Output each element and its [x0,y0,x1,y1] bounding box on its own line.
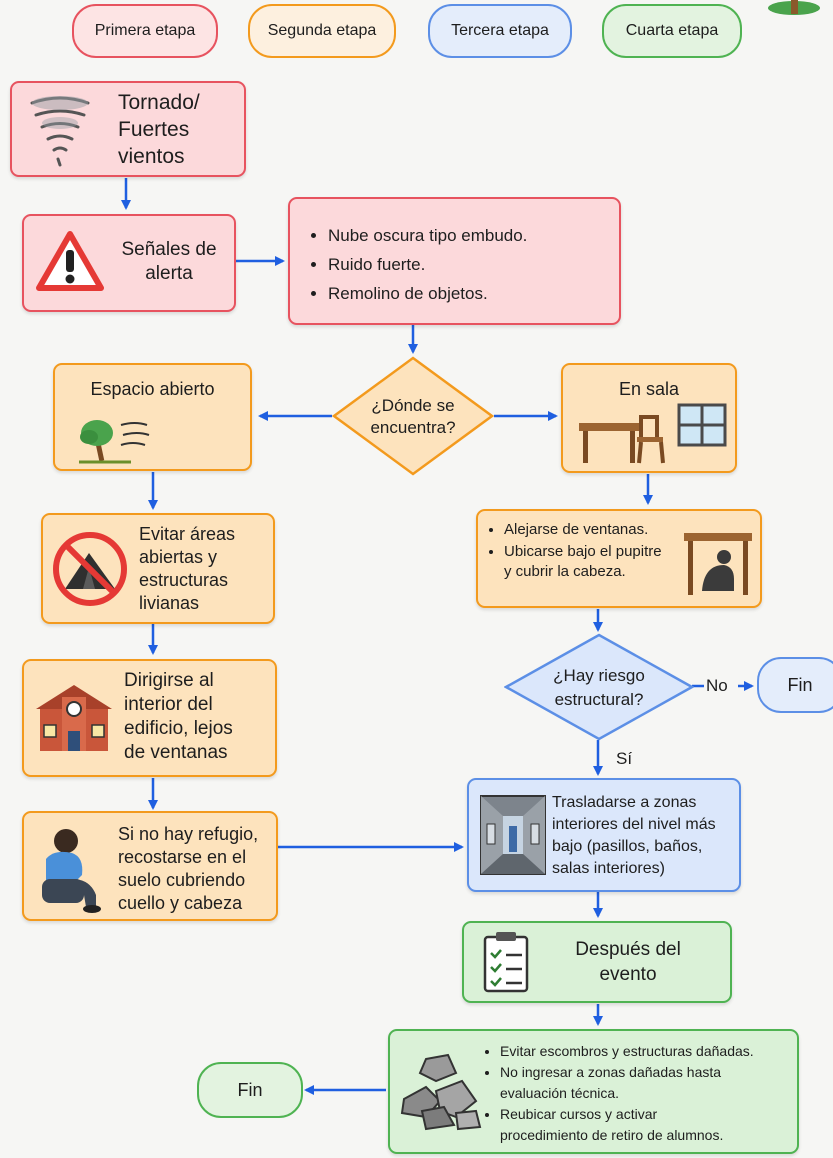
fin-left-terminal: Fin [197,1062,303,1118]
refugio-line2: recostarse en el [118,847,247,867]
alert-sign-item: Remolino de objetos. [328,279,527,308]
legend-stage-2-label: Segunda etapa [267,22,377,39]
decision-risk-diamond [504,633,694,741]
tornado-node: Tornado/ Fuertes vientos [10,81,246,177]
refugio-line1: Si no hay refugio, [118,824,259,844]
decision-where-diamond [332,356,494,476]
evitar-line4: livianas [139,593,200,613]
alert-sign-item: Ruido fuerte. [328,250,527,279]
final-actions-list: Evitar escombros y estructuras dañadas. … [484,1041,754,1146]
checklist-clipboard-icon [483,932,529,993]
final-action-item2-line1: No ingresar a zonas dañadas hasta [500,1064,722,1080]
senales-line2: alerta [145,263,193,284]
senales-alerta-node: Señales de alerta [22,214,236,312]
hallway-icon [480,795,546,875]
espacio-abierto-node: Espacio abierto [53,363,252,471]
refugio-text: Si no hay refugio, recostarse en el suel… [118,823,258,915]
dirigirse-line3: edificio, lejos [124,718,233,739]
tornado-title-line3: vientos [118,145,185,168]
evitar-line1: Evitar áreas [139,524,236,544]
en-sala-node: En sala [561,363,737,473]
despues-line2: evento [599,964,657,985]
decision-risk-line1: ¿Hay riesgo [553,666,645,685]
person-crouching-icon [42,829,101,913]
decision-where-text: ¿Dónde se encuentra? [352,395,474,439]
legend-stage-4-label: Cuarta etapa [625,22,719,39]
dirigirse-text: Dirigirse al interior del edificio, lejo… [124,669,233,765]
trasladarse-text: Trasladarse a zonas interiores del nivel… [552,792,716,880]
wind-tree-icon [79,420,150,464]
trasladarse-line2: interiores del nivel más [552,816,716,833]
tree-corner-icon [768,0,820,15]
senales-text: Señales de alerta [110,238,228,286]
fin-right-terminal: Fin [757,657,833,713]
dirigirse-line2: interior del [124,694,213,715]
no-tent-icon [53,532,127,606]
school-building-icon [36,685,112,751]
despues-evento-node: Después del evento [462,921,732,1003]
alert-signs-list: Nube oscura tipo embudo. Ruido fuerte. R… [312,221,527,308]
final-action-item: Reubicar cursos y activar procedimiento d… [500,1104,754,1146]
legend-stage-2: Segunda etapa [248,4,396,58]
fin-right-label: Fin [787,674,813,695]
tornado-title: Tornado/ Fuertes vientos [118,89,200,170]
alert-signs-node: Nube oscura tipo embudo. Ruido fuerte. R… [288,197,621,325]
evitar-areas-text: Evitar áreas abiertas y estructuras livi… [139,523,235,615]
final-action-item: Evitar escombros y estructuras dañadas. [500,1041,754,1062]
en-sala-title: En sala [618,379,680,399]
final-action-item3-line1: Reubicar cursos y activar [500,1106,658,1122]
dirigirse-line4: de ventanas [124,742,228,763]
desk-chair-window-icon [579,403,727,464]
fin-left-label: Fin [237,1079,263,1100]
sala-action-item-continued: y cubrir la cabeza. [504,563,626,580]
sala-action-item: Ubicarse bajo el pupitre [504,541,662,563]
trasladarse-line3: bajo (pasillos, baños, [552,838,703,855]
tornado-icon [30,96,90,167]
final-action-item: No ingresar a zonas dañadas hasta evaluac… [500,1062,754,1104]
trasladarse-line4: salas interiores) [552,860,665,877]
decision-risk-line2: estructural? [554,690,644,709]
person-under-desk-icon [684,533,752,595]
legend-stage-1: Primera etapa [72,4,218,58]
decision-where-line2: encuentra? [370,418,456,437]
tornado-title-line1: Tornado/ [118,91,200,114]
legend-stage-3-label: Tercera etapa [451,22,549,39]
legend-stage-3: Tercera etapa [428,4,572,58]
warning-triangle-icon [36,231,104,291]
no-label: No [706,676,728,695]
evitar-line3: estructuras [139,570,229,590]
despues-line1: Después del [575,939,681,960]
final-action-item3-line2: procedimiento de retiro de alumnos. [500,1127,724,1143]
evitar-areas-node: Evitar áreas abiertas y estructuras livi… [41,513,275,624]
trasladarse-line1: Trasladarse a zonas [552,794,697,811]
decision-risk-text: ¿Hay riesgo estructural? [534,664,664,712]
senales-line1: Señales de [121,239,217,260]
legend-stage-4: Cuarta etapa [602,4,742,58]
tornado-title-line2: Fuertes [118,118,190,141]
decision-where-line1: ¿Dónde se [371,396,455,415]
espacio-abierto-title: Espacio abierto [90,379,215,399]
rubble-icon [400,1053,482,1131]
final-action-item2-line2: evaluación técnica. [500,1085,620,1101]
trasladarse-node: Trasladarse a zonas interiores del nivel… [467,778,741,892]
legend-stage-1-label: Primera etapa [94,22,196,39]
refugio-line3: suelo cubriendo [118,870,246,890]
alert-sign-item: Nube oscura tipo embudo. [328,221,527,250]
dirigirse-node: Dirigirse al interior del edificio, lejo… [22,659,277,777]
sala-actions-node: Alejarse de ventanas. Ubicarse bajo el p… [476,509,762,608]
sala-actions-list: Alejarse de ventanas. Ubicarse bajo el p… [488,519,662,563]
sala-action-item: Alejarse de ventanas. [504,519,662,541]
despues-text: Después del evento [538,937,718,987]
refugio-line4: cuello y cabeza [118,893,243,913]
refugio-node: Si no hay refugio, recostarse en el suel… [22,811,278,921]
si-label: Sí [616,749,633,768]
final-actions-node: Evitar escombros y estructuras dañadas. … [388,1029,799,1154]
dirigirse-line1: Dirigirse al [124,670,214,691]
evitar-line2: abiertas y [139,547,218,567]
